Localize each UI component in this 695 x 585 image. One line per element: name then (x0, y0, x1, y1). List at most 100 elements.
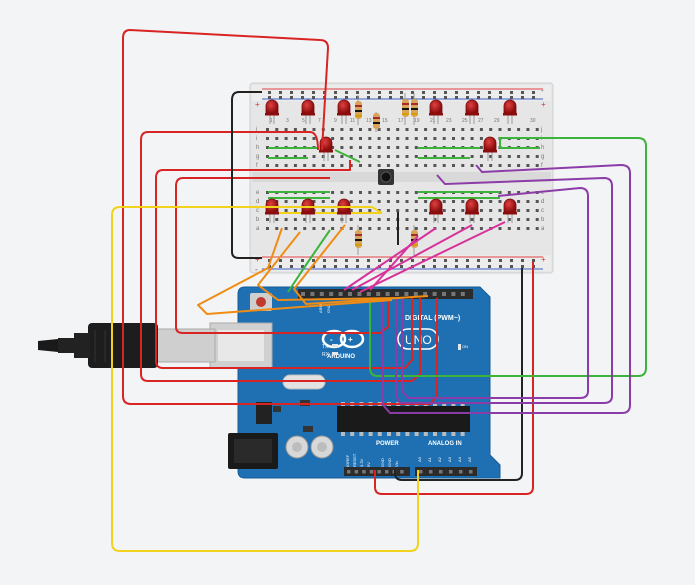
hole (349, 137, 353, 140)
analog-pin-label: A4 (457, 456, 462, 462)
rail-hole (334, 259, 337, 262)
rail-hole (301, 91, 304, 94)
hole (340, 155, 344, 158)
led (503, 198, 517, 223)
hole (517, 200, 521, 203)
hole (377, 137, 381, 140)
hole (396, 191, 400, 194)
hole (479, 218, 483, 221)
column-number: 7 (318, 118, 321, 124)
led-rim (483, 150, 497, 153)
rail-hole (521, 91, 524, 94)
rail-hole (334, 96, 337, 99)
rail-hole (268, 259, 271, 262)
breadboard-jumpers (268, 147, 540, 199)
rail-hole (422, 96, 425, 99)
hole (331, 191, 335, 194)
hole (424, 128, 428, 131)
led-rim (265, 113, 279, 116)
rail-hole (433, 265, 436, 268)
rail-hole (455, 96, 458, 99)
hole (275, 227, 279, 230)
led (429, 99, 443, 124)
hole (526, 227, 530, 230)
chip-pin (359, 432, 364, 436)
rx-label: RX (322, 352, 330, 358)
chip-pin (387, 432, 391, 436)
hole (331, 146, 335, 149)
breadboard-column-numbers: 1 3 5 7 9 11 13 15 17 19 21 23 25 27 29 … (270, 118, 536, 124)
black-wire (394, 268, 523, 481)
on-label: ON (462, 344, 468, 349)
rail-hole (411, 96, 414, 99)
hole (303, 155, 307, 158)
hole (396, 155, 400, 158)
hole (442, 155, 446, 158)
push-button[interactable] (378, 169, 394, 185)
hole (386, 218, 390, 221)
gnd-label: GND (326, 304, 331, 313)
hole (452, 137, 455, 140)
arduino-uno: AREF GND DIGITAL (PWM~) - + ARDUINO UNO … (209, 286, 501, 479)
hole (331, 128, 335, 131)
rail-hole (499, 91, 502, 94)
green-wire (287, 229, 331, 293)
row-letter: e (256, 190, 260, 196)
hole (433, 128, 437, 131)
orange-wire (293, 224, 429, 305)
hole (489, 200, 493, 203)
hole (275, 155, 279, 158)
led-body (265, 99, 279, 115)
rx-led (332, 352, 338, 355)
usb-cable (38, 323, 216, 368)
hole (368, 227, 372, 230)
header-pin (449, 470, 453, 474)
resistor (402, 93, 409, 125)
hole (377, 218, 381, 221)
chip-pin (377, 432, 382, 436)
hole (442, 218, 446, 221)
hole (526, 218, 530, 221)
led-rim (503, 212, 517, 215)
rail-hole (466, 96, 469, 99)
rail-hole (301, 96, 304, 99)
led (465, 99, 479, 124)
row-letter: b (541, 217, 545, 223)
row-letter: h (256, 145, 259, 151)
hole (517, 128, 521, 131)
rail-hole (422, 265, 425, 268)
rail-hole (455, 259, 458, 262)
rail-hole (400, 96, 403, 99)
rail-hole (312, 91, 315, 94)
purple-wire (382, 164, 631, 414)
rail-hole (521, 259, 524, 262)
hole (340, 164, 344, 167)
column-number: 5 (302, 118, 305, 124)
hole (479, 155, 483, 158)
hole (452, 128, 455, 131)
led-rim (465, 113, 479, 116)
hole (405, 155, 409, 158)
hole (424, 218, 428, 221)
column-number: 1 (270, 118, 273, 124)
column-number: 27 (478, 118, 484, 124)
header-pin (369, 470, 374, 474)
column-number: 30 (530, 118, 536, 124)
rail-hole (455, 91, 458, 94)
red-wire (155, 160, 413, 369)
usb-port (209, 322, 273, 369)
reset-button[interactable] (250, 293, 272, 311)
rail-hole (444, 265, 447, 268)
rail-hole (400, 265, 403, 268)
hole (284, 164, 288, 167)
led-rim (503, 113, 517, 116)
row-letter: j (540, 127, 542, 133)
rail-hole (290, 96, 293, 99)
resistor (355, 225, 362, 255)
rail-hole (488, 265, 491, 268)
analog-pin-label: A3 (447, 456, 452, 462)
header-pin (310, 292, 315, 296)
rail-hole (367, 96, 370, 99)
hole (368, 200, 372, 203)
hole (331, 209, 335, 212)
